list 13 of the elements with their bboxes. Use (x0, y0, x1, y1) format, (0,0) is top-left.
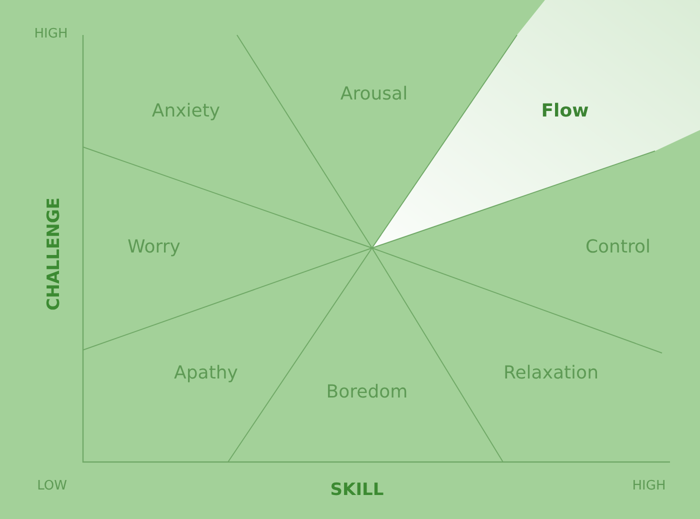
axis-title: CHALLENGE (44, 198, 64, 310)
zone-label: Anxiety (152, 100, 220, 122)
zone-label: Apathy (174, 362, 238, 384)
axis-tick-label: HIGH (34, 26, 68, 42)
zone-label: Flow (541, 100, 589, 122)
axis-tick-label: LOW (37, 478, 67, 494)
zone-label: Relaxation (504, 362, 598, 384)
zone-label: Boredom (326, 382, 408, 402)
zone-label: Arousal (340, 84, 408, 104)
axis-title: SKILL (330, 480, 384, 500)
zone-label: Control (585, 236, 651, 258)
zone-label: Worry (128, 236, 180, 258)
axis-tick-label: HIGH (632, 478, 666, 494)
